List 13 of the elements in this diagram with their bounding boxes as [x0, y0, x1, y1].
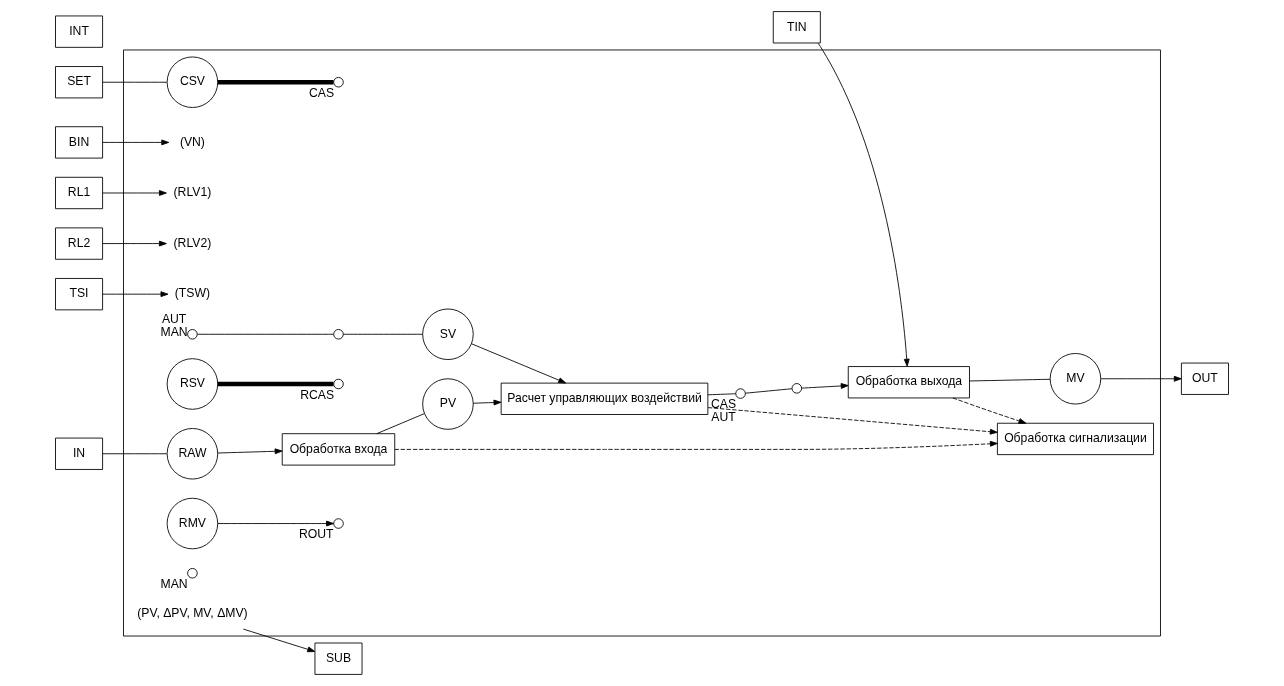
- node-text: (RLV1): [173, 185, 212, 200]
- node-label: MAN: [160, 324, 188, 339]
- node-label: AUT: [711, 410, 736, 425]
- node-text: (PV, ΔPV, MV, ΔMV): [137, 605, 248, 620]
- node-text: (TSW): [174, 286, 211, 301]
- node-label: RCAS: [300, 387, 335, 402]
- node-label: CAS: [308, 85, 335, 100]
- node-text: (VN): [179, 134, 205, 149]
- node-label: ROUT: [298, 527, 334, 542]
- node-text: (RLV2): [173, 235, 212, 250]
- node-label: MAN: [160, 576, 188, 591]
- node-label: CAS: [711, 397, 737, 412]
- node-label: AUT: [161, 311, 187, 326]
